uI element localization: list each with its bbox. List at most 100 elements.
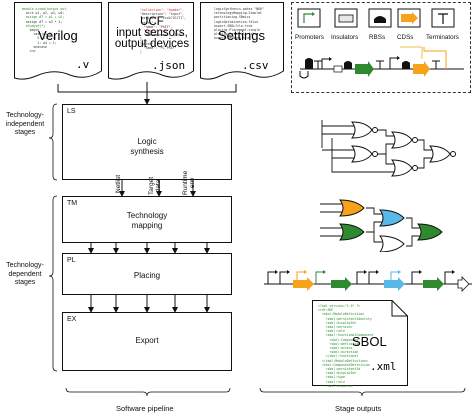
code-line: <sbol:ComponentDefinition [318, 362, 370, 367]
code-line: "name": "P1_PhIF" [136, 45, 177, 50]
legend-cdss: CDSs [397, 34, 414, 41]
code-line: </sbol:ModuleDefinition> [318, 358, 368, 363]
code-line: 1: w4 = 1; [22, 40, 57, 45]
settings-code: logicSynthesis.gates "NOR"technologyMapp… [214, 7, 264, 41]
code-line: <sbol:persistentId [318, 367, 361, 372]
code-line: export.SBOLfile.true [214, 23, 253, 28]
ucf-document: "collection": "header", "description": "… [108, 2, 194, 82]
code-line: "name": "PhIF", [136, 24, 173, 29]
verilog-ext: .v [76, 58, 90, 71]
legend-rbss: RBSs [369, 34, 386, 41]
arrow-label-runtime-env: Runtime env [182, 170, 196, 195]
stage-technology-mapping: TM Technology mapping [62, 196, 232, 243]
code-line: </sbol:functional [318, 354, 359, 359]
code-line: placing.ReturnAll.false [214, 32, 259, 37]
code-line: ], [136, 37, 144, 42]
code-line: partitioning.SBmics [214, 15, 251, 20]
placed-construct-output [264, 270, 472, 292]
stage-ex-label: Export [135, 336, 159, 345]
verilog-code: module nixed(output out, wire w1, w2, w3… [22, 7, 68, 53]
stage-tm-label: Technology mapping [126, 211, 168, 230]
sbol-title: SBOL [352, 334, 387, 349]
stage-export: EX Export [62, 312, 232, 371]
sbol-document: <?xml version="1.0" ?><rdf:RDF <sbol:Mod… [312, 300, 408, 388]
code-line: <sbol:access [318, 346, 353, 351]
stage-pl-code: PL [67, 257, 76, 264]
code-line: "gates": [ [136, 41, 160, 46]
software-pipeline-label: Software pipeline [116, 404, 174, 413]
verilog-title: Verilog [38, 28, 78, 43]
code-line: "description": "Input", [136, 12, 184, 17]
code-line: placing.Placement.single [214, 28, 261, 33]
verilog-document: module nixed(output out, wire w1, w2, w3… [14, 2, 102, 82]
code-line: <sbol:persistentIdentity [318, 316, 372, 321]
code-line: <rdf:RDF [318, 308, 334, 313]
code-line: technologyMapping.Simulat [214, 11, 262, 16]
stage-pl-label: Placing [133, 271, 161, 280]
stage-placing: PL Placing [62, 253, 232, 295]
side-braces [48, 103, 58, 372]
input-arrows [57, 80, 237, 105]
sbol-ext: .xml [370, 360, 397, 373]
settings-ext: .csv [242, 59, 269, 72]
ucf-code: "collection": "header", "description": "… [136, 8, 186, 54]
code-line: <sbol:role [318, 329, 345, 334]
code-line: "parts": [ [136, 20, 160, 25]
code-line: case(w1,3) [22, 32, 53, 37]
code-line: 0: w3 = 1; [22, 36, 57, 41]
pl-ex-arrows [88, 295, 210, 313]
mapped-gates-output [320, 199, 443, 252]
code-line: end [22, 49, 36, 54]
code-line: endcase [22, 44, 47, 49]
code-line: <sbol:displayId> [318, 320, 357, 325]
code-line: <sbol:displayId> [318, 371, 357, 376]
tech-dependent-label: Technology- dependent stages [6, 262, 44, 286]
logic-circuit-output [321, 120, 456, 177]
arrow-label-netlist: Netlist [115, 174, 122, 193]
code-line: <sbol:sequence [318, 383, 353, 388]
parts-legend: Promoters Insulators RBSs CDSs Terminato… [291, 2, 471, 93]
bottom-braces [65, 387, 466, 397]
code-line: "version": "Eco1C1G1T1", [136, 16, 186, 21]
code-line: "collection": "header", [136, 8, 184, 12]
legend-insulators: Insulators [331, 34, 359, 41]
code-line: <sbol:ModuleDefinition [318, 312, 365, 317]
code-line: <sbol:role [318, 379, 345, 384]
code-line: logicSynthesis.gates "NOR" [214, 7, 264, 11]
stage-ls-code: LS [67, 108, 76, 115]
legend-terminators: Terminators [426, 34, 459, 41]
code-line: "dnasequence": "ATGG" [136, 33, 184, 38]
stage-ls-label: Logic synthesis [130, 137, 164, 156]
code-line: <sbol:functionalComponent [318, 333, 374, 338]
ucf-ext: .json [152, 59, 186, 72]
sbol-code: <?xml version="1.0" ?><rdf:RDF <sbol:Mod… [318, 304, 374, 388]
stage-logic-synthesis: LS Logic synthesis [62, 104, 232, 180]
code-line: assign #T = w1 + w2; [22, 15, 65, 20]
settings-title: Settings [218, 28, 265, 43]
code-line: <sbol:Component [318, 337, 359, 342]
settings-document: logicSynthesis.gates "NOR"technologyMapp… [200, 2, 284, 82]
stage-ex-code: EX [67, 316, 77, 323]
code-line: <sbol:version> [318, 325, 353, 330]
stage-tm-code: TM [67, 200, 78, 207]
code-line: <?xml version="1.0" ?> [318, 304, 361, 308]
ls-tm-arrows [119, 180, 196, 197]
tech-independent-label: Technology- independent stages [5, 112, 45, 136]
code-line: always@(*) [22, 23, 46, 28]
tm-pl-arrows [88, 243, 210, 254]
code-line: logicOptimization.false [214, 19, 259, 24]
code-line: wire w1, w2, w3, w4; [22, 11, 65, 16]
code-line: <sbol:type [318, 375, 345, 380]
code-line: export.Genbank.true [214, 36, 251, 41]
ucf-title: UCF input sensors, output devices [114, 16, 190, 50]
arrow-label-target-data: Target data [148, 176, 162, 195]
code-line: module nixed(output out, [22, 7, 69, 11]
stage-outputs-label: Stage outputs [335, 404, 382, 413]
code-line: <sbol:definition [318, 341, 361, 346]
code-line: ] [136, 50, 142, 55]
legend-promoters: Promoters [295, 34, 325, 41]
code-line: assign #T = w3 * 4; [22, 19, 63, 24]
code-line: begin [22, 28, 40, 33]
code-line: "type": "cds", [136, 29, 171, 34]
